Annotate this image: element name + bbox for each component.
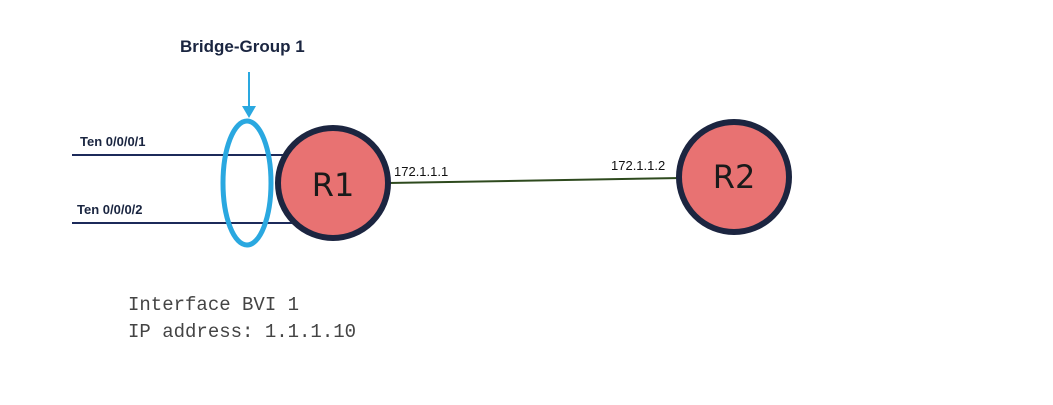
router-r2-circle	[676, 119, 792, 235]
bridge-group-ellipse	[220, 118, 274, 248]
router-r1: R1	[275, 125, 391, 241]
interface-label-2: Ten 0/0/0/2	[77, 202, 143, 217]
bridge-group-arrowhead	[242, 106, 256, 118]
router-r1-label: R1	[312, 166, 355, 204]
bvi-interface-text: Interface BVI 1	[128, 294, 299, 316]
router-link	[387, 177, 683, 184]
router-r2: R2	[676, 119, 792, 235]
router-r2-label: R2	[713, 158, 756, 196]
bvi-ip-text: IP address: 1.1.1.10	[128, 321, 356, 343]
router-r2-ip: 172.1.1.2	[611, 158, 665, 173]
interface-label-1: Ten 0/0/0/1	[80, 134, 146, 149]
router-r1-circle	[275, 125, 391, 241]
router-r1-ip: 172.1.1.1	[394, 164, 448, 179]
bridge-group-label: Bridge-Group 1	[180, 37, 305, 56]
